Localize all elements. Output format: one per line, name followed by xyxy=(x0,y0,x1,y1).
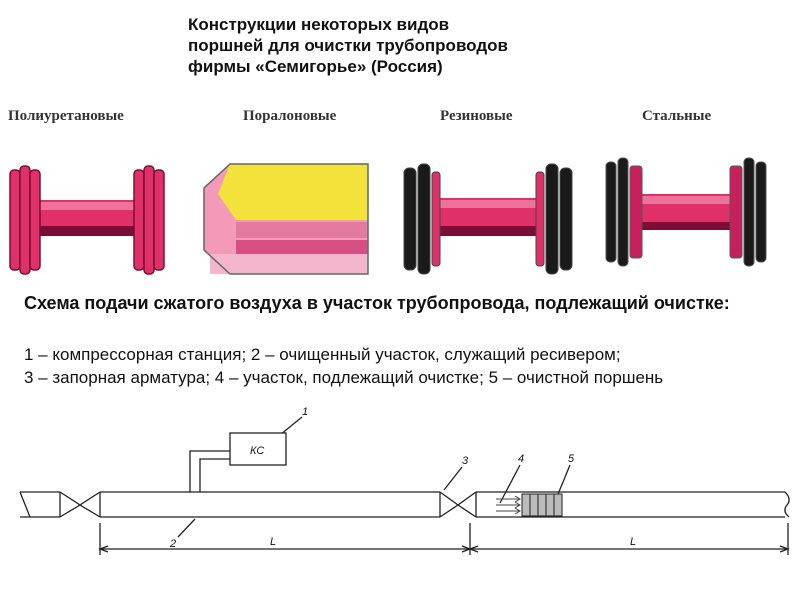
rubber-piston-image xyxy=(403,163,573,275)
polyurethane-piston-image xyxy=(9,165,165,275)
callout-2: 2 xyxy=(169,538,176,550)
compressor-station-box xyxy=(229,432,287,466)
dimension-label-2: L xyxy=(630,536,636,548)
label-foam: Поралоновые xyxy=(243,108,337,124)
steel-piston-image xyxy=(605,157,767,267)
page-title: Конструкции некоторых видов поршней для … xyxy=(188,15,508,76)
dimension-label-1: L xyxy=(270,536,276,548)
callout-4: 4 xyxy=(518,453,524,465)
pipeline-diagram: КС 1 2 3 4 5 L L xyxy=(19,406,790,555)
scheme-legend-line-1: 1 – компрессорная станция; 2 – очищенный… xyxy=(24,345,621,364)
label-rubber: Резиновые xyxy=(440,108,513,124)
scheme-title: Схема подачи сжатого воздуха в участок т… xyxy=(24,293,730,313)
scheme-legend-line-2: 3 – запорная арматура; 4 – участок, подл… xyxy=(24,368,664,387)
callout-3: 3 xyxy=(462,455,469,467)
callout-5: 5 xyxy=(568,453,575,465)
label-steel: Стальные xyxy=(642,108,712,124)
cleaning-piston-icon xyxy=(521,493,563,517)
foam-piston-image xyxy=(203,163,369,275)
callout-1: 1 xyxy=(302,406,308,418)
label-polyurethane: Полиуретановые xyxy=(8,108,124,124)
compressor-station-label: КС xyxy=(250,445,264,457)
